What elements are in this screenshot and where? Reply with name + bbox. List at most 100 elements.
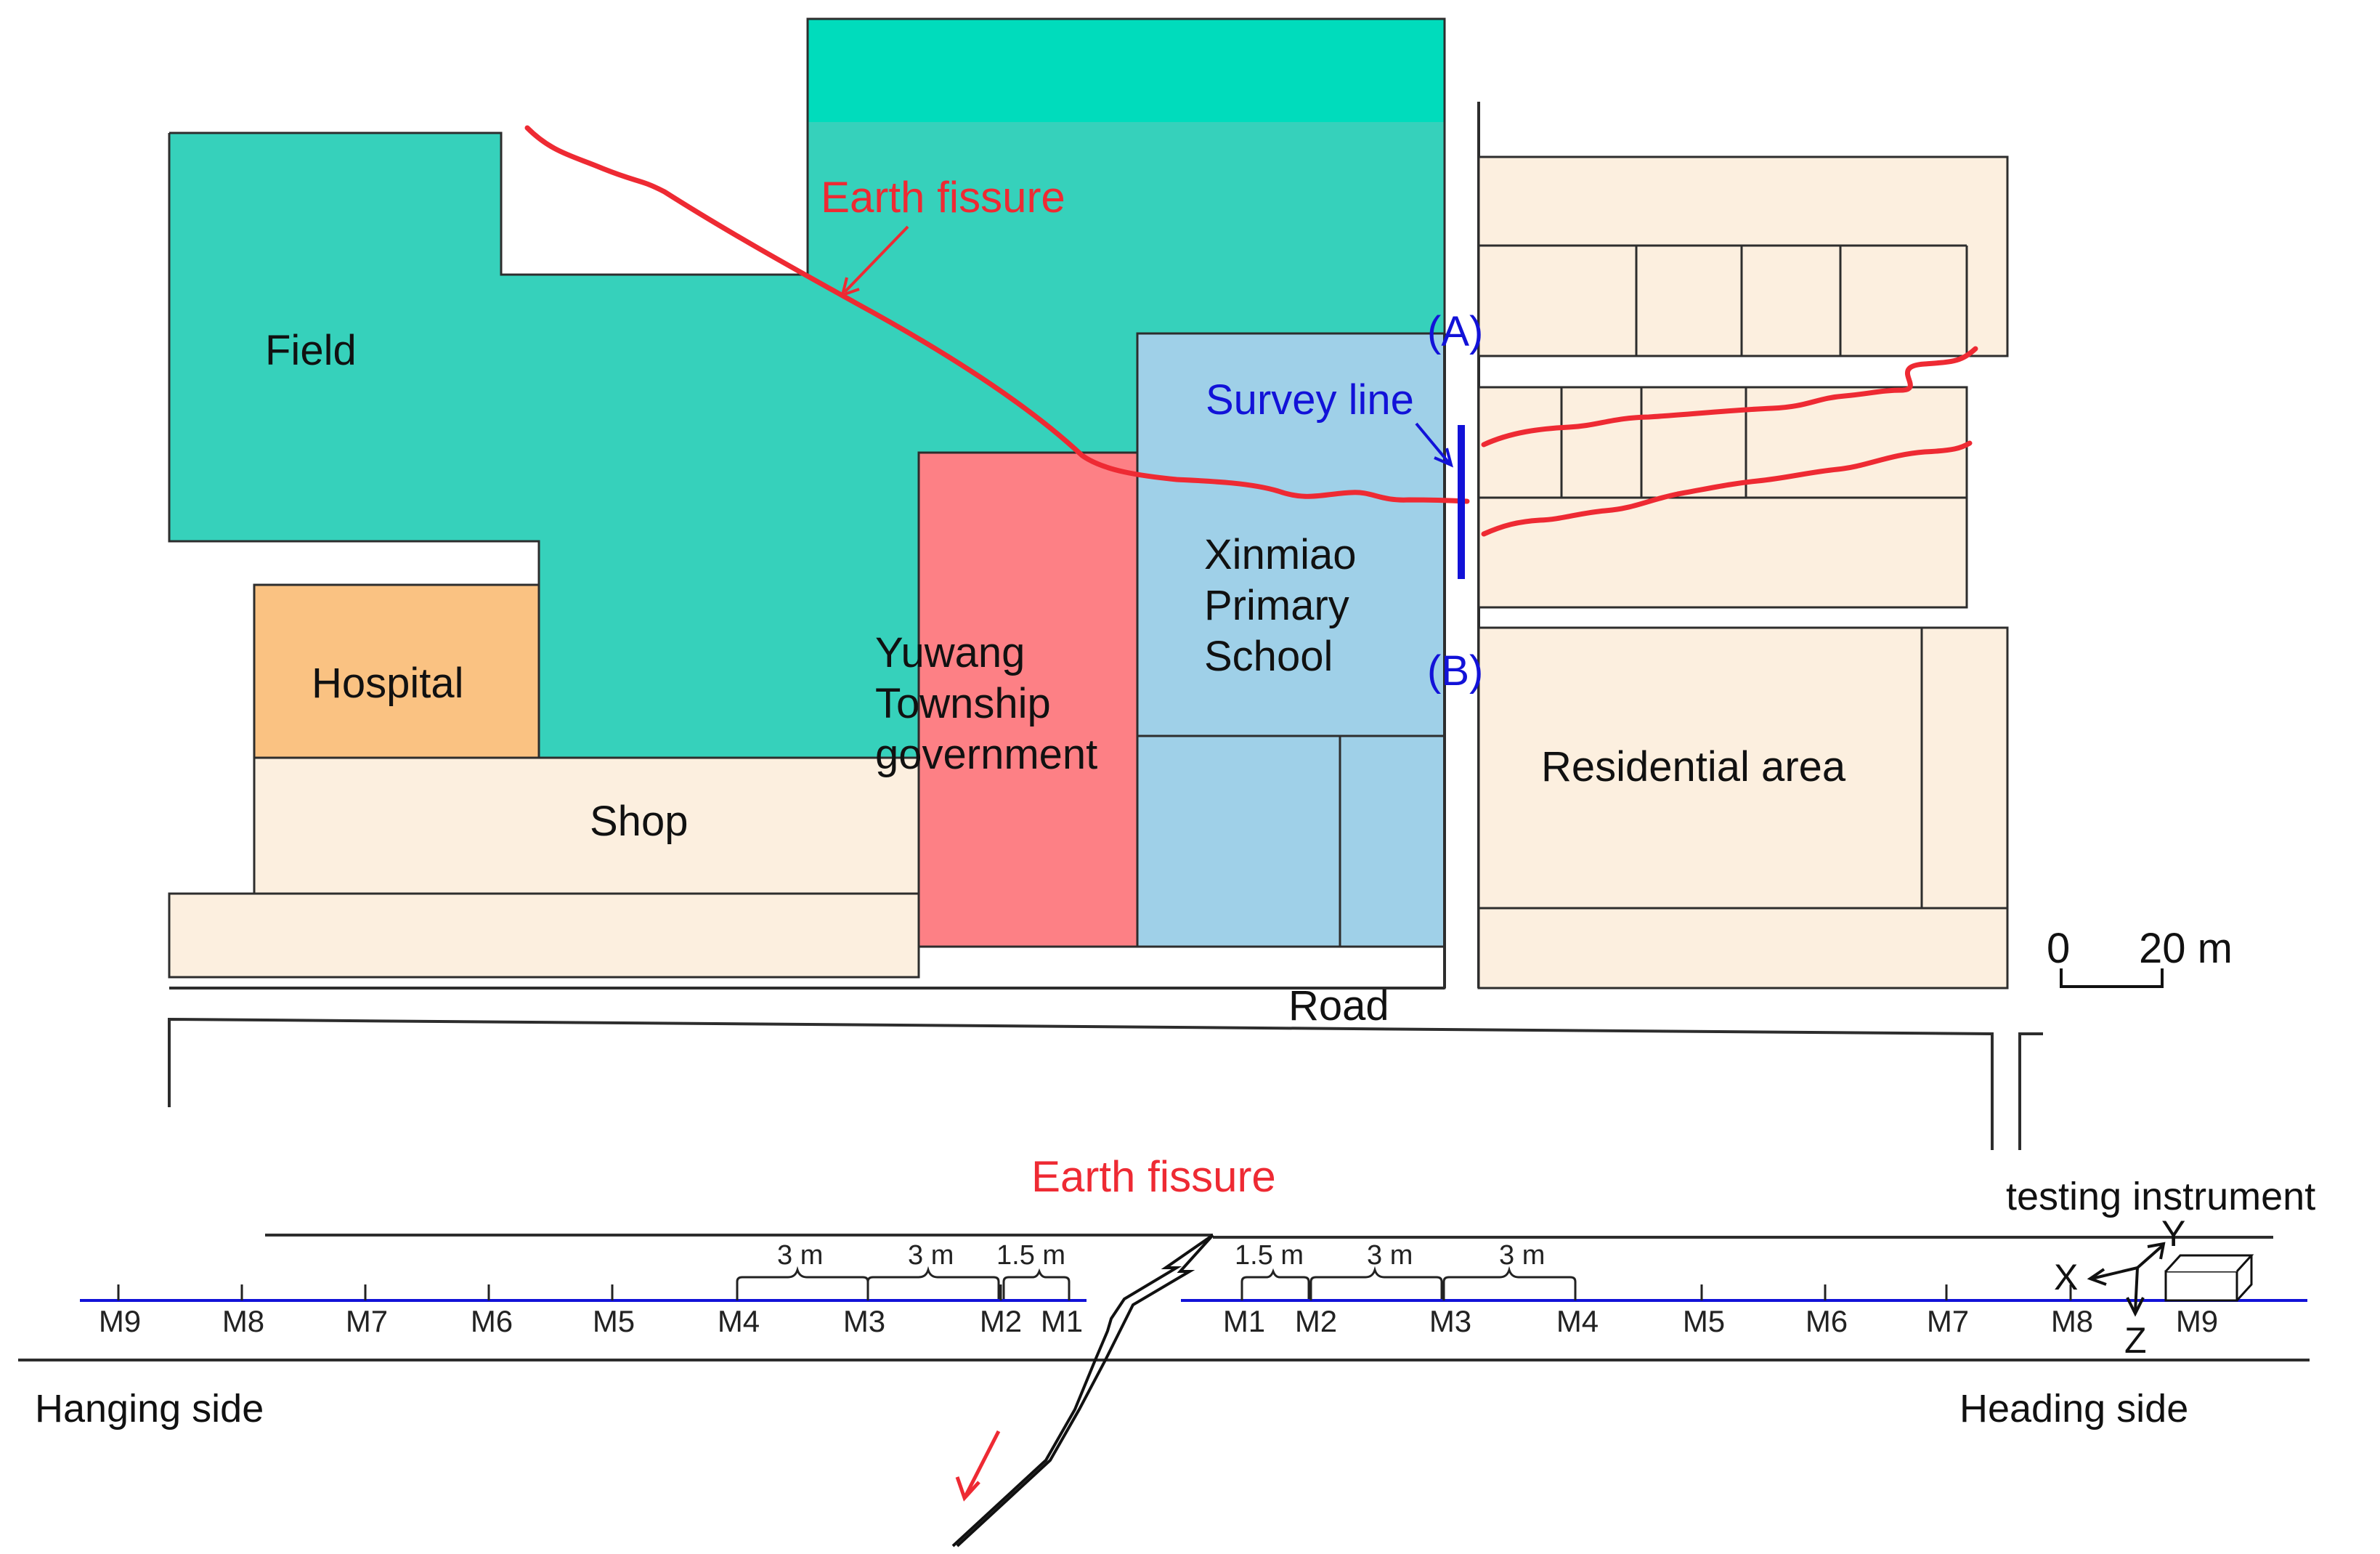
earth-fissures bbox=[524, 125, 1978, 537]
site-map: Earth fissure Survey line (A) (B) Field … bbox=[168, 17, 2233, 1150]
spacing-left-2: 3 m bbox=[908, 1240, 954, 1271]
z-axis-arrow bbox=[2134, 1267, 2139, 1312]
road-edge-lower bbox=[168, 1017, 1994, 1150]
scale-bar-start: 0 bbox=[2047, 925, 2070, 972]
spacing-right-2: 3 m bbox=[1367, 1240, 1413, 1271]
station-left-m3: M3 bbox=[843, 1284, 885, 1338]
x-axis-arrow bbox=[2091, 1266, 2138, 1280]
hospital-label: Hospital bbox=[312, 660, 464, 707]
point-b-label: (B) bbox=[1427, 647, 1483, 695]
earth-fissure-label: Earth fissure bbox=[821, 173, 1065, 222]
svg-text:M4: M4 bbox=[718, 1304, 760, 1338]
school-area bbox=[1136, 332, 1446, 948]
station-left-m1: M1 bbox=[1041, 1284, 1083, 1338]
spacing-left-3: 1.5 m bbox=[996, 1240, 1065, 1271]
field-top-band bbox=[808, 19, 1445, 122]
station-right-m4: M4 bbox=[1556, 1284, 1599, 1338]
hanging-side-label: Hanging side bbox=[35, 1387, 264, 1430]
spacing-left-1: 3 m bbox=[777, 1240, 823, 1271]
y-axis-arrow bbox=[2136, 1245, 2164, 1269]
svg-text:M3: M3 bbox=[1429, 1304, 1471, 1338]
residential-block-south bbox=[1477, 626, 2009, 990]
station-left-m5: M5 bbox=[593, 1284, 635, 1338]
earth-fissure-pointer bbox=[840, 225, 909, 298]
stations-left: M9 M8 M7 M6 M5 M4 M3 M2 M1 bbox=[99, 1284, 1083, 1338]
svg-text:M3: M3 bbox=[843, 1304, 885, 1338]
school-label-line-3: School bbox=[1204, 633, 1333, 680]
svg-text:M6: M6 bbox=[471, 1304, 513, 1338]
station-right-m3: M3 bbox=[1429, 1284, 1471, 1338]
spacing-braces-right bbox=[1240, 1266, 1577, 1299]
hospital-area bbox=[253, 583, 540, 759]
instrument-box bbox=[2164, 1254, 2254, 1302]
svg-text:M9: M9 bbox=[2176, 1304, 2218, 1338]
svg-text:M6: M6 bbox=[1806, 1304, 1848, 1338]
svg-text:M5: M5 bbox=[1683, 1304, 1725, 1338]
station-left-m4: M4 bbox=[718, 1284, 760, 1338]
spacing-right-1: 1.5 m bbox=[1235, 1240, 1304, 1271]
point-a-label: (A) bbox=[1427, 308, 1483, 355]
profile-fissure-label: Earth fissure bbox=[1031, 1152, 1276, 1201]
earth-fissure-south-branch bbox=[1481, 440, 1973, 537]
svg-text:M5: M5 bbox=[593, 1304, 635, 1338]
station-left-m6: M6 bbox=[471, 1284, 513, 1338]
station-left-m2: M2 bbox=[980, 1284, 1022, 1338]
survey-line-pointer bbox=[1415, 422, 1453, 468]
station-left-m9: M9 bbox=[99, 1284, 141, 1338]
government-label-line-2: Township bbox=[875, 680, 1051, 727]
stations-right: M1 M2 M3 M4 M5 M6 M7 M8 M9 bbox=[1223, 1284, 2218, 1338]
station-right-m5: M5 bbox=[1683, 1284, 1725, 1338]
residential-block-north bbox=[1477, 155, 2009, 357]
svg-text:M7: M7 bbox=[346, 1304, 388, 1338]
spacing-right-3: 3 m bbox=[1499, 1240, 1545, 1271]
shop-area bbox=[168, 756, 920, 979]
fissure-crack bbox=[951, 1234, 1214, 1547]
earth-fissure-main bbox=[524, 125, 1470, 504]
spacing-braces-left bbox=[736, 1266, 1071, 1299]
government-label-line-1: Yuwang bbox=[875, 629, 1025, 676]
heading-side-label: Heading side bbox=[1959, 1387, 2188, 1430]
station-right-m9: M9 bbox=[2176, 1284, 2218, 1338]
scale-bar: 0 20 m bbox=[2047, 925, 2233, 988]
z-axis-label: Z bbox=[2124, 1320, 2147, 1361]
school-label-line-1: Xinmiao bbox=[1204, 531, 1357, 578]
survey-line-label: Survey line bbox=[1206, 376, 1414, 424]
scale-bar-line bbox=[2060, 968, 2164, 988]
station-right-m8: M8 bbox=[2051, 1284, 2093, 1338]
station-right-m1: M1 bbox=[1223, 1284, 1265, 1338]
fissure-slip-arrow bbox=[955, 1430, 1001, 1502]
svg-text:M1: M1 bbox=[1041, 1304, 1083, 1338]
svg-text:M7: M7 bbox=[1927, 1304, 1969, 1338]
road-edge-lower-east bbox=[2018, 1032, 2043, 1150]
instrument-label: testing instrument bbox=[2006, 1175, 2315, 1218]
station-left-m7: M7 bbox=[346, 1284, 388, 1338]
road-label: Road bbox=[1288, 982, 1389, 1029]
svg-text:M8: M8 bbox=[2051, 1304, 2093, 1338]
government-label-line-3: government bbox=[875, 731, 1097, 778]
survey-profile: Earth fissure testing instrument 3 m bbox=[18, 1152, 2315, 1547]
field-label: Field bbox=[265, 327, 357, 374]
svg-text:M9: M9 bbox=[99, 1304, 141, 1338]
field-outline-left bbox=[168, 133, 540, 585]
scale-bar-end: 20 m bbox=[2139, 925, 2233, 972]
instrument-axes bbox=[2087, 1242, 2166, 1317]
station-left-m8: M8 bbox=[222, 1284, 264, 1338]
residential-blocks bbox=[1477, 155, 2009, 990]
svg-text:M2: M2 bbox=[980, 1304, 1022, 1338]
residential-label: Residential area bbox=[1541, 743, 1846, 790]
svg-text:M4: M4 bbox=[1556, 1304, 1599, 1338]
station-right-m7: M7 bbox=[1927, 1284, 1969, 1338]
field-area bbox=[169, 19, 1445, 758]
y-axis-label: Y bbox=[2161, 1213, 2185, 1254]
shop-label: Shop bbox=[590, 798, 688, 845]
government-area bbox=[917, 451, 1139, 948]
svg-text:M8: M8 bbox=[222, 1304, 264, 1338]
svg-text:M2: M2 bbox=[1295, 1304, 1337, 1338]
earth-fissure-north-branch bbox=[1481, 346, 1978, 448]
school-label-line-2: Primary bbox=[1204, 582, 1349, 629]
svg-text:M1: M1 bbox=[1223, 1304, 1265, 1338]
x-axis-label: X bbox=[2054, 1257, 2078, 1298]
station-right-m6: M6 bbox=[1806, 1284, 1848, 1338]
station-right-m2: M2 bbox=[1295, 1284, 1337, 1338]
